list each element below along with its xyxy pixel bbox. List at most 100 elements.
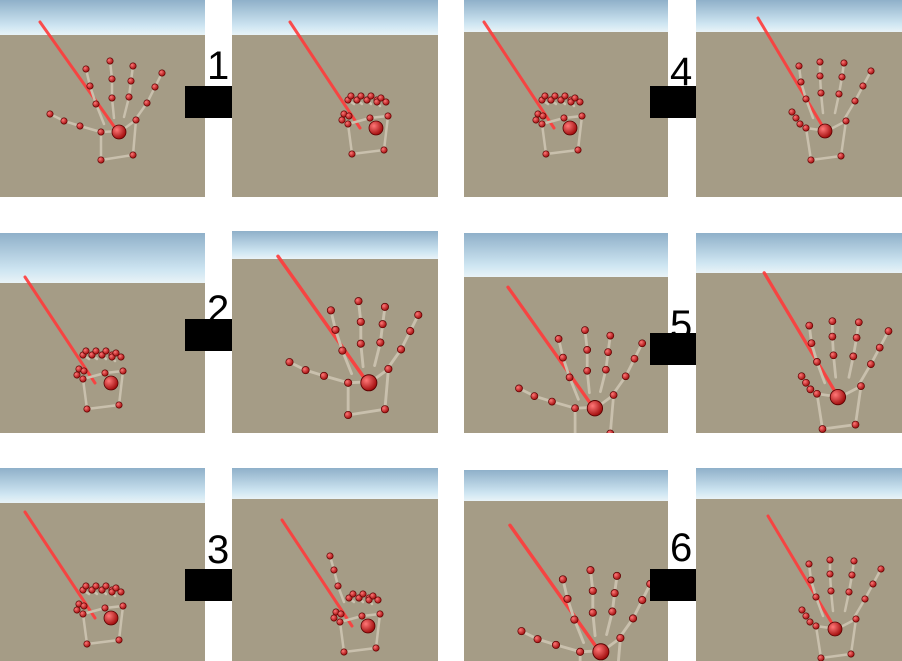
joint (554, 335, 563, 343)
joint (629, 614, 638, 623)
pointer-ray (38, 20, 120, 134)
finger-bones (133, 71, 164, 122)
finger-bones (831, 319, 838, 379)
joint (828, 332, 837, 341)
joint (101, 604, 109, 612)
joint (336, 618, 344, 626)
joint (376, 338, 385, 347)
joint (92, 582, 100, 590)
joint (869, 580, 877, 588)
joint (813, 389, 821, 398)
finger-bones (807, 324, 827, 385)
hand (482, 20, 586, 158)
joint (92, 100, 100, 108)
hand (38, 20, 166, 164)
sky (0, 468, 205, 503)
step-label-4: 4 (670, 50, 693, 94)
joint (838, 73, 846, 81)
sky (232, 0, 438, 35)
ground (696, 273, 902, 433)
joint (638, 596, 647, 605)
joint (102, 582, 110, 590)
joint (621, 372, 630, 381)
palm-bones (815, 384, 863, 431)
joint (367, 92, 375, 100)
joint (326, 552, 334, 560)
joint (82, 582, 90, 590)
ground (0, 503, 205, 661)
joint (80, 602, 88, 610)
finger-bones (790, 110, 808, 130)
finger-bones (599, 334, 612, 394)
palm-center-joint (360, 618, 376, 634)
scene-6-after (696, 468, 902, 661)
pointer-ray (762, 271, 841, 400)
palm-center-joint (562, 120, 578, 136)
joint (347, 92, 355, 100)
joint (326, 306, 335, 315)
joint (612, 571, 621, 580)
joint (802, 95, 810, 103)
joint (583, 366, 592, 375)
palm-bones (578, 636, 622, 661)
joint (92, 347, 100, 355)
hand (288, 20, 392, 158)
joint (143, 99, 151, 107)
sky (0, 0, 205, 35)
joint (788, 108, 796, 116)
joint (356, 317, 365, 326)
finger-bones (329, 308, 354, 376)
palm-bones (346, 114, 390, 156)
joint (538, 120, 546, 128)
finger-bones (357, 299, 365, 369)
joint (127, 77, 135, 85)
joint (548, 397, 556, 406)
scene-2-before (0, 233, 205, 433)
scene-1-after (232, 0, 438, 197)
pointer-ray (23, 510, 97, 620)
joint (76, 122, 84, 130)
joint (115, 401, 123, 409)
joint (73, 371, 81, 379)
joint (805, 560, 813, 568)
finger-bones (520, 629, 582, 654)
palm-center-joint (111, 124, 127, 140)
scene-2-after (232, 231, 438, 433)
hand-skeleton-render (232, 231, 438, 433)
finger-bones (122, 64, 135, 119)
joint (561, 92, 569, 100)
step-label-5: 5 (670, 303, 693, 347)
joint (119, 602, 127, 610)
step-label-6: 6 (670, 526, 693, 570)
hand (23, 275, 127, 413)
ground (232, 35, 438, 197)
joint (581, 326, 589, 334)
joint (372, 644, 380, 652)
pointer-ray (280, 518, 354, 628)
joint (559, 353, 567, 362)
joint (805, 321, 814, 330)
hand (766, 514, 885, 661)
joint (576, 647, 585, 656)
joint (539, 112, 547, 120)
joint (83, 640, 91, 648)
palm-center-joint (103, 610, 119, 626)
joint (330, 566, 338, 574)
joint (828, 317, 837, 326)
joint (861, 595, 869, 603)
joint (158, 69, 166, 77)
finger-bones (843, 69, 873, 120)
scene-5-before (464, 233, 668, 433)
joint (380, 405, 389, 414)
step-label-1: 1 (207, 44, 230, 88)
sky (464, 0, 668, 32)
palm-bones (814, 617, 858, 660)
pointer-ray (508, 523, 602, 654)
joint (151, 83, 159, 91)
joint (112, 349, 120, 357)
joint (380, 146, 388, 154)
joint (576, 98, 584, 106)
scene-3-before (0, 468, 205, 661)
hand (276, 254, 423, 420)
joint (837, 152, 845, 160)
